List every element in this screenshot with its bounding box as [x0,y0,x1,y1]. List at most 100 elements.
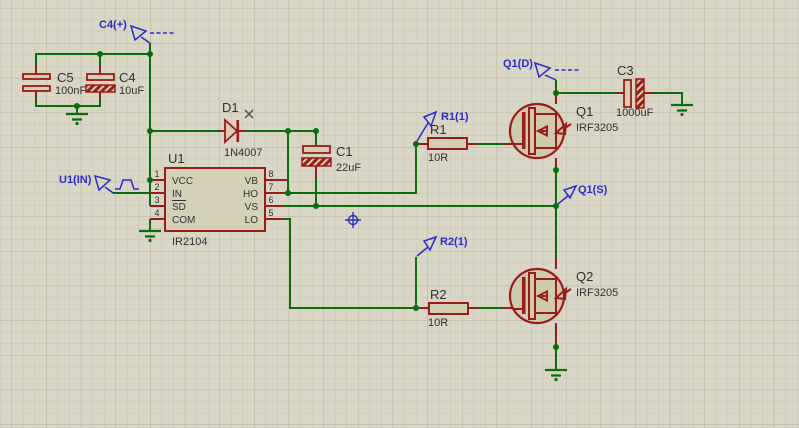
component-value[interactable]: 10R [428,152,448,164]
component-value[interactable]: 10R [428,317,448,329]
capacitor-plate-positive [302,145,331,154]
component-capacitor-c5[interactable]: C5 100nF [22,70,86,97]
pin-number: 4 [154,208,159,218]
mosfet-arrow [535,124,548,138]
pin-name: VCC [172,176,193,187]
probe-lead [140,36,151,44]
component-capacitor-c1[interactable]: C1 22uF [301,144,361,174]
ground-symbol[interactable] [671,103,693,117]
junction-dot[interactable] [147,128,153,134]
pin-name: SD [172,202,186,213]
component-ref[interactable]: Q2 [576,269,593,284]
origin-marker [345,212,361,228]
wire-label-text[interactable]: U1(IN) [59,174,92,186]
component-mosfet-q2[interactable]: Q2 IRF3205 [508,267,618,325]
mosfet-gate-bar [522,277,526,314]
component-ref[interactable]: C5 [57,70,74,85]
junction-dot[interactable] [313,128,319,134]
d1-cross-icon [244,109,254,119]
component-value[interactable]: IR2104 [172,236,207,248]
wire-label-r2-1[interactable]: R2(1) [416,235,468,257]
junction-dot[interactable] [285,128,291,134]
wire-label-u1-in[interactable]: U1(IN) [59,174,139,194]
probe-flag-icon [93,174,112,192]
component-ref[interactable]: D1 [222,100,239,115]
pin-name: VS [245,202,259,213]
wire-label-text[interactable]: R1(1) [441,111,469,123]
probe-lead [557,194,570,205]
junction-dot[interactable] [147,51,153,57]
probe-arrow-icon [422,110,438,128]
component-ref[interactable]: R1 [430,122,447,137]
capacitor-plate-negative [301,157,332,167]
junction-dot[interactable] [553,90,559,96]
pin-number: 1 [154,169,159,179]
probe-flag-icon [533,61,552,79]
pin-name: COM [172,215,195,226]
resistor-body [428,302,469,315]
component-mosfet-q1[interactable]: Q1 IRF3205 [508,102,618,160]
mosfet-internal-wires [514,276,557,316]
junction-dot[interactable] [553,203,559,209]
component-ref[interactable]: C1 [336,144,353,159]
component-ic-u1[interactable]: U1 IR2104 1 2 3 4 8 7 6 5 VCC IN SD COM … [154,151,273,248]
component-value[interactable]: 22uF [336,162,361,174]
wires-green[interactable] [35,43,683,369]
wire-label-r1-1[interactable]: R1(1) [416,110,469,142]
component-value[interactable]: 100nF [55,85,86,97]
wire-label-text[interactable]: R2(1) [440,236,468,248]
ground-symbol[interactable] [139,229,161,243]
pin-name: HO [243,189,258,200]
wire-label-q1-d[interactable]: Q1(D) [503,58,579,81]
component-value[interactable]: 1000uF [616,107,654,119]
component-value[interactable]: 1N4007 [224,147,263,159]
component-capacitor-c3[interactable]: C3 1000uF [616,63,654,119]
pin-name: VB [245,176,259,187]
wire-label-c4-pos[interactable]: C4(+) [99,19,174,44]
probe-flag-icon [129,24,148,42]
component-ref[interactable]: U1 [168,151,185,166]
wire-label-text[interactable]: Q1(D) [503,58,533,70]
component-ref[interactable]: C4 [119,70,136,85]
junction-dot[interactable] [97,51,103,57]
junction-dot[interactable] [147,177,153,183]
component-value[interactable]: IRF3205 [576,122,618,134]
ground-symbol[interactable] [66,112,88,126]
pin-name: LO [245,215,259,226]
pulse-waveform-icon [115,179,139,190]
junction-dot[interactable] [553,344,559,350]
pin-number: 2 [154,182,159,192]
component-capacitor-c4[interactable]: C4 10uF [85,70,144,97]
junction-dot[interactable] [413,305,419,311]
junction-dot[interactable] [553,167,559,173]
mosfet-body-diode [553,121,572,136]
component-ref[interactable]: Q1 [576,104,593,119]
mosfet-channel-bar [528,272,536,320]
junction-dot[interactable] [413,141,419,147]
ground-symbol[interactable] [545,368,567,382]
wire-label-text[interactable]: Q1(S) [578,184,608,196]
component-ref[interactable]: R2 [430,287,447,302]
component-resistor-r2[interactable]: R2 10R [428,287,469,329]
junction-dot[interactable] [313,203,319,209]
junction-dots [74,51,559,350]
diode-anode-triangle [224,117,239,145]
wire-label-q1-s[interactable]: Q1(S) [557,184,608,205]
mosfet-gate-bar [522,112,526,149]
component-diode-d1[interactable]: D1 1N4007 [222,100,263,159]
component-resistor-r1[interactable]: R1 10R [427,122,468,164]
pin-number: 7 [268,182,273,192]
pin-number: 3 [154,195,159,205]
component-value[interactable]: IRF3205 [576,287,618,299]
junction-dot[interactable] [74,103,80,109]
probe-arrow-icon [422,235,438,252]
junction-dot[interactable] [285,190,291,196]
component-value[interactable]: 10uF [119,85,144,97]
capacitor-plate-negative [85,84,116,93]
wire-label-text[interactable]: C4(+) [99,19,127,31]
capacitor-plate [22,85,51,92]
component-ref[interactable]: C3 [617,63,634,78]
